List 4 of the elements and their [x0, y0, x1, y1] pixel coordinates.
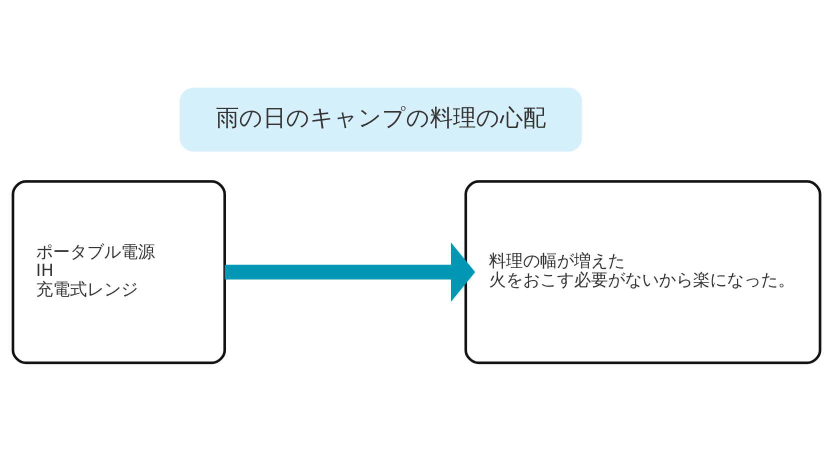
node-box: 雨の日のキャンプの料理の心配 — [180, 87, 582, 152]
node-box: 料理の幅が増えた 火をおこす必要がないから楽になった。 — [464, 180, 822, 364]
arrow — [224, 242, 476, 302]
node-box: ポータブル電源 IH 充電式レンジ — [12, 180, 226, 364]
